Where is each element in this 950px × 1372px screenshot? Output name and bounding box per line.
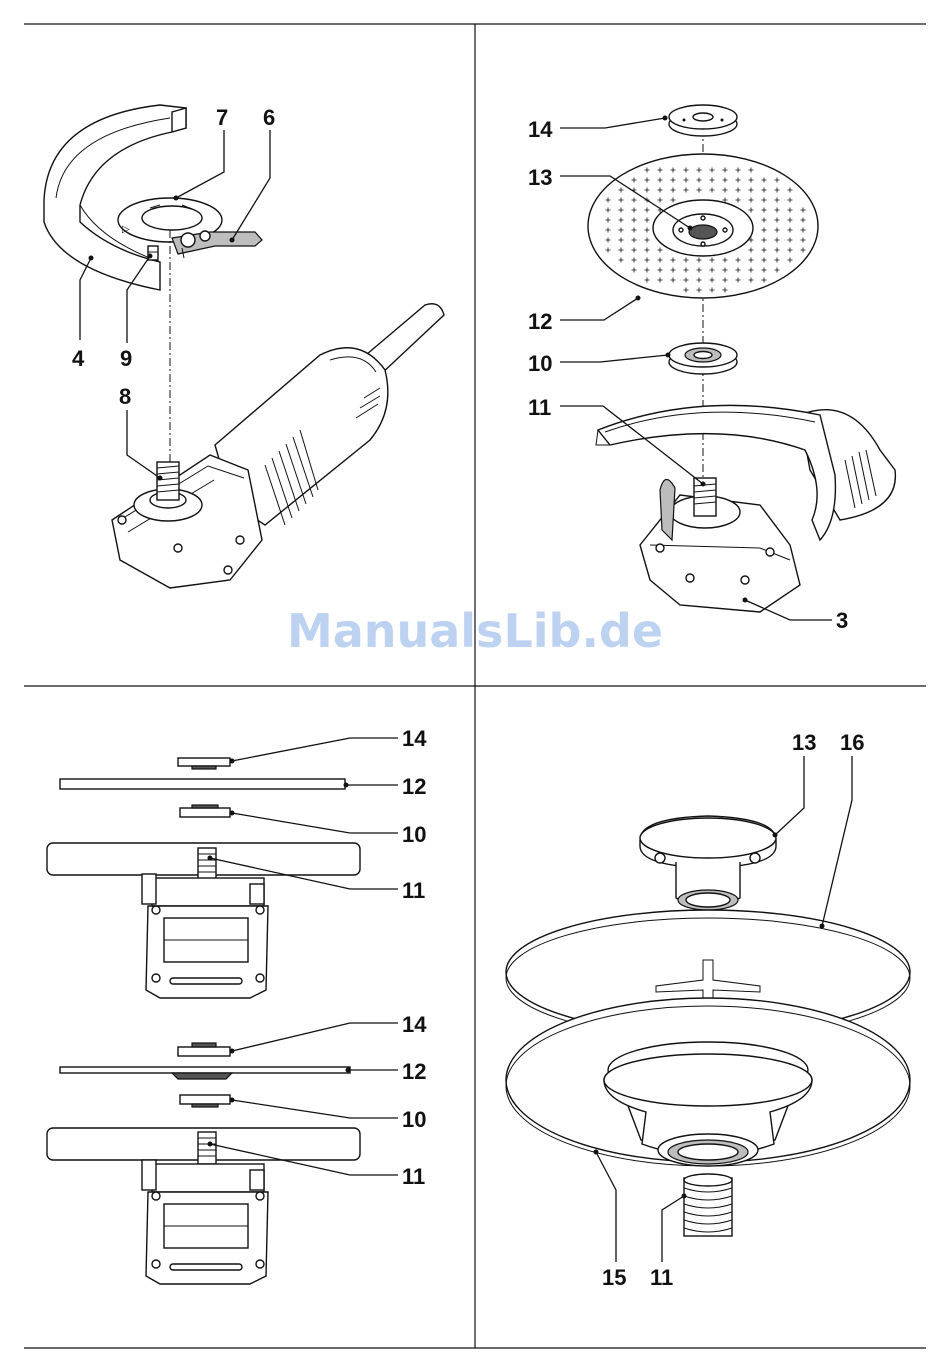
spindle-11: [684, 1174, 732, 1236]
label-12-upper: 12: [402, 774, 426, 799]
grinding-disc-12: [588, 154, 818, 298]
label-12-lower: 12: [402, 1059, 426, 1084]
clamp-lever: [172, 231, 262, 258]
label-14-lower: 14: [402, 1012, 427, 1037]
label-9: 9: [120, 346, 132, 371]
label-16: 16: [840, 730, 864, 755]
label-14-upper: 14: [402, 726, 427, 751]
label-14: 14: [528, 117, 553, 142]
svg-text:▷: ▷: [122, 224, 130, 235]
label-11-pad: 11: [650, 1265, 673, 1290]
side-view-upper: [47, 758, 360, 998]
label-15: 15: [602, 1265, 626, 1290]
clamp-nut-14: [669, 105, 737, 136]
label-12: 12: [528, 309, 552, 334]
label-8: 8: [119, 384, 131, 409]
clamping-nut-13: [640, 816, 776, 910]
label-3: 3: [836, 608, 848, 633]
label-11-lower: 11: [402, 1164, 425, 1189]
panel-guard-mounting: ▷: [44, 105, 444, 588]
backing-pad-15: [506, 998, 910, 1166]
label-10-upper: 10: [402, 822, 426, 847]
side-view-lower: [47, 1043, 360, 1284]
label-6: 6: [263, 105, 275, 130]
label-11-upper: 11: [402, 878, 425, 903]
panel-backing-pad: 13 16 15 11: [506, 730, 910, 1290]
label-13-pad: 13: [792, 730, 816, 755]
panel-disc-assembly: 14 13 12 10 11 3: [528, 105, 895, 633]
label-4: 4: [72, 346, 85, 371]
angle-grinder: [112, 304, 444, 588]
panel-side-views: 14 12 10 11 14 12 10 11: [47, 726, 427, 1284]
label-13: 13: [528, 165, 552, 190]
label-10: 10: [528, 351, 552, 376]
label-7: 7: [216, 105, 228, 130]
support-flange-10: [669, 343, 737, 374]
label-10-lower: 10: [402, 1107, 426, 1132]
label-11: 11: [528, 395, 551, 420]
